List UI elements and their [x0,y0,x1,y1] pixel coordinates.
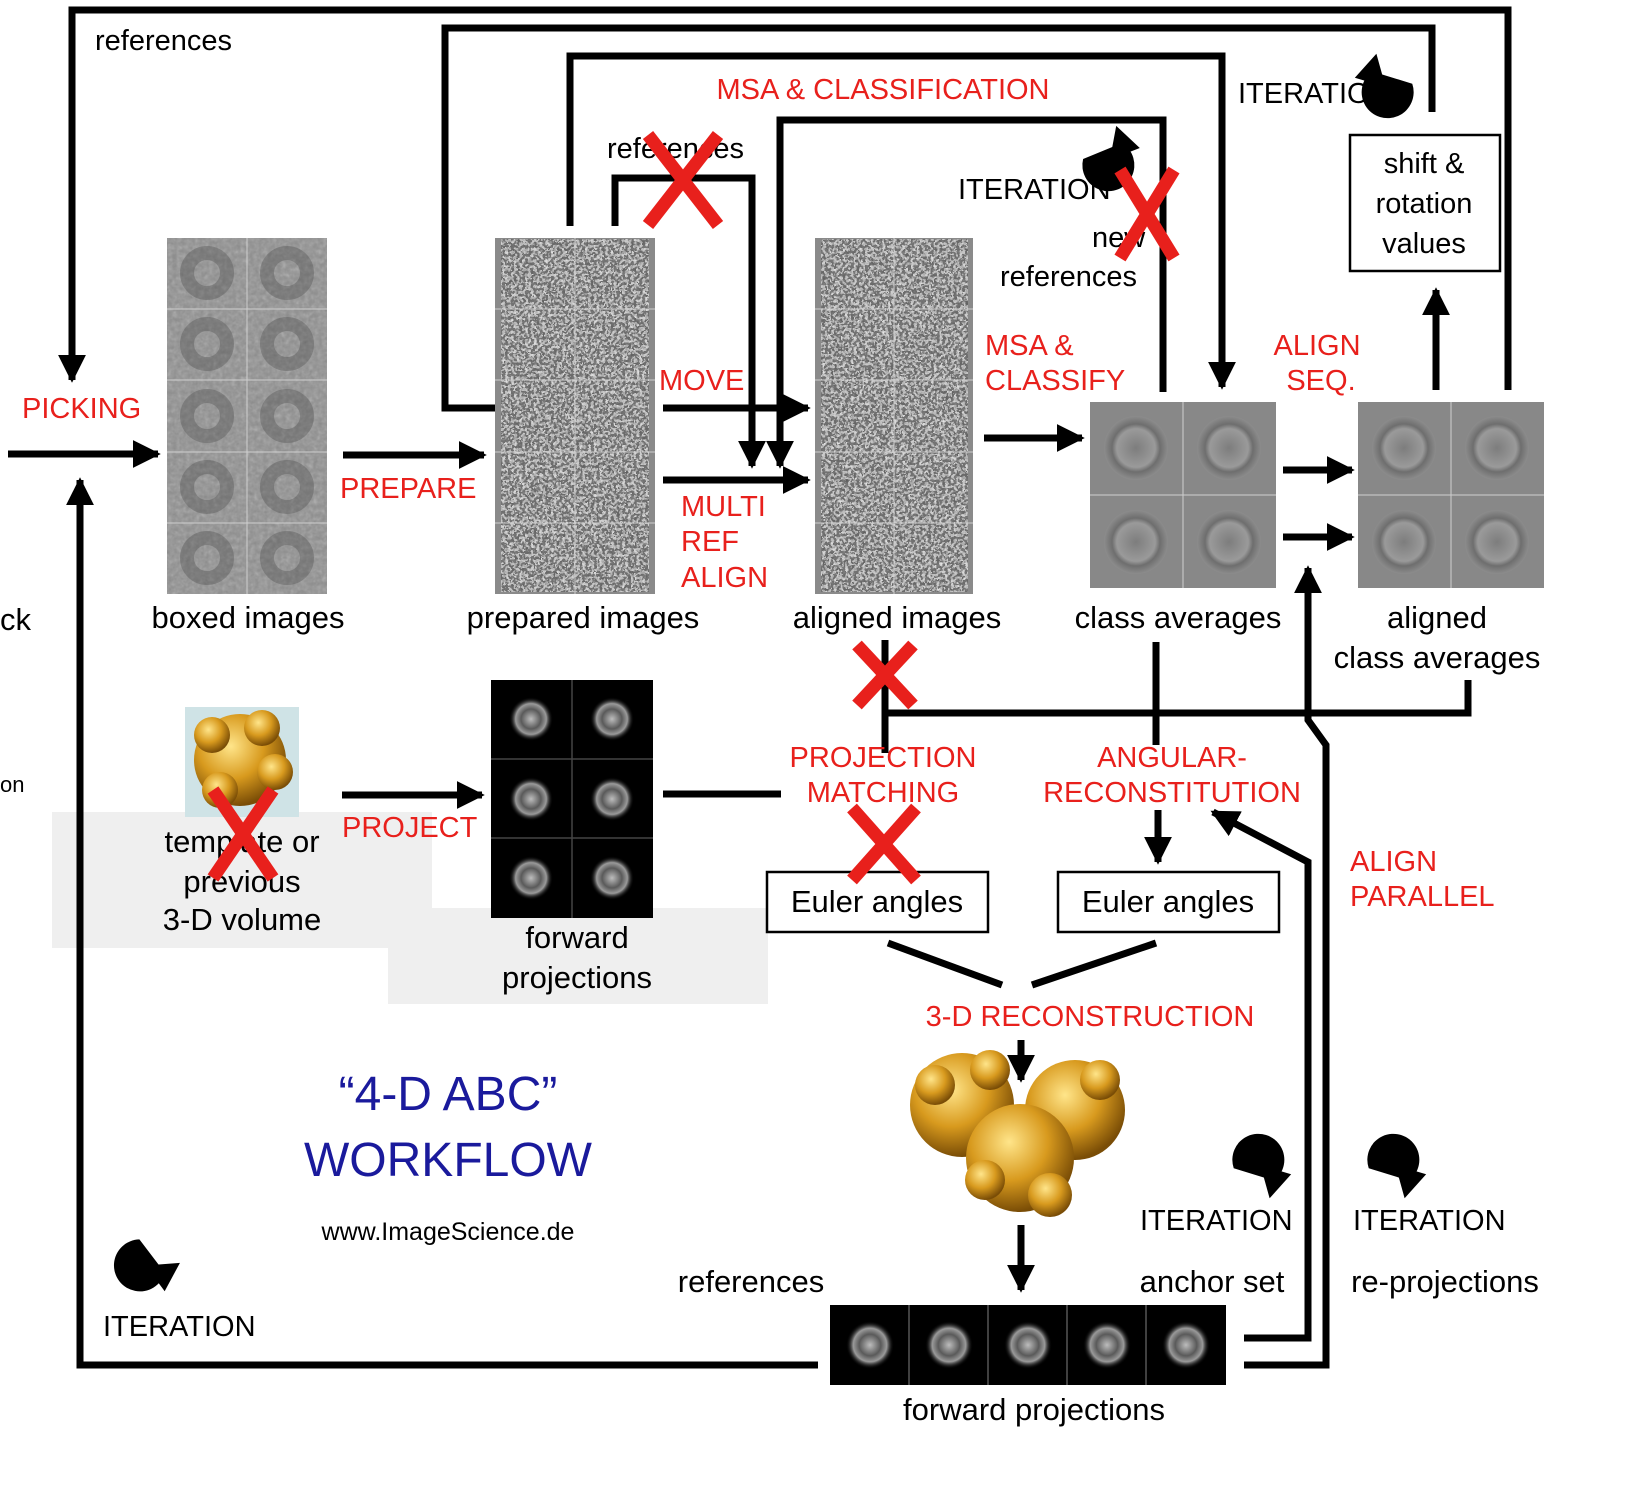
angular-reconstitution-label-1: ANGULAR- [1097,742,1247,774]
rejected-x-icon [852,640,918,710]
workflow-title-line2: WORKFLOW [304,1134,593,1187]
projection-matching-label-1: PROJECTION [790,742,977,774]
multi-ref-align-label-3: ALIGN [681,562,768,594]
project-label: PROJECT [342,812,478,844]
angular-reconstitution-label-2: RECONSTITUTION [1043,777,1301,809]
iteration-mid-label: ITERATION [958,174,1111,206]
re-projections-loop [1244,565,1330,1369]
picking-references-loop [58,6,1512,390]
euler-right-merge [1030,939,1158,989]
aligned-class-averages-panel [1358,402,1544,588]
euler-angles-right-text: Euler angles [1082,884,1254,919]
msa-classification-label: MSA & CLASSIFICATION [716,74,1049,106]
move-label: MOVE [659,365,744,397]
iteration-top-loop [441,24,1436,412]
align-parallel-label-1: ALIGN [1350,846,1437,878]
boxed-images-panel [167,238,327,594]
class-averages-caption: class averages [1075,600,1282,635]
references-top-left-label: references [95,25,232,57]
reconstruction-3d-label: 3-D RECONSTRUCTION [926,1001,1255,1033]
multi-ref-align-label-2: REF [681,526,739,558]
reconstruction-volume-image [910,1050,1125,1217]
bottom-feedback-loop [66,477,818,1369]
euler-angles-right-box [1056,870,1281,934]
forward-projections-top-caption-2: projections [502,960,652,995]
forward-projections-bottom-panel [830,1305,1226,1385]
euler-left-merge [886,939,1004,989]
aligned-class-averages-return [885,680,1472,717]
website-label: www.ImageScience.de [321,1218,575,1246]
boxed-images-caption: boxed images [151,600,344,635]
euler-angles-left-box [765,870,990,934]
picking-label: PICKING [22,393,141,425]
anchor-set-caption: anchor set [1140,1264,1285,1299]
msa-classification-loop [566,52,1236,390]
shift-rotation-box [1348,133,1502,273]
euler-angles-left-text: Euler angles [791,884,963,919]
anchor-set-loop [1210,808,1312,1342]
iteration-cycle-icon [1222,1126,1301,1203]
new-references-label-2: references [1000,261,1137,293]
multi-ref-align-label-1: MULTI [681,491,766,523]
rejected-x-icon [642,131,724,229]
template-caption-3: 3-D volume [163,902,322,937]
forward-projections-top-panel [491,680,653,918]
prepared-images-caption: prepared images [467,600,700,635]
iteration-cycle-icon [103,1224,188,1310]
template-caption-2: previous [183,864,300,899]
forward-projections-shade-panel [388,908,768,1004]
template-volume-image [185,707,299,817]
cut-left-label-2: on [0,772,24,797]
rejected-x-icon [1114,166,1180,262]
rejected-x-icon [207,786,279,882]
shift-rotation-label-3: values [1382,228,1466,260]
aligned-class-averages-caption-1: aligned [1387,600,1487,635]
aligned-class-averages-caption-2: class averages [1334,640,1541,675]
references-bottom-caption: references [678,1264,824,1299]
msa-classify-label-2: CLASSIFY [985,365,1125,397]
msa-classify-label-1: MSA & [985,330,1074,362]
prepared-images-panel [495,238,655,594]
prepare-label: PREPARE [340,473,476,505]
workflow-title-line1: “4-D ABC” [339,1068,558,1121]
rejected-x-icon [847,803,921,885]
forward-projections-bottom-caption: forward projections [903,1392,1165,1427]
iteration-cycle-icon [1357,1126,1436,1203]
re-projections-caption: re-projections [1351,1264,1539,1299]
aligned-images-panel [815,238,973,594]
shift-rotation-label-1: shift & [1384,148,1465,180]
iteration-bottom-left-label: ITERATION [103,1311,256,1343]
align-seq-label-2: SEQ. [1286,365,1355,397]
projection-matching-label-2: MATCHING [807,777,960,809]
shift-rotation-label-2: rotation [1376,188,1473,220]
aligned-images-caption: aligned images [793,600,1002,635]
iteration-bottom-mid-label: ITERATION [1140,1205,1293,1237]
align-parallel-label-2: PARALLEL [1350,881,1495,913]
forward-projections-top-caption-1: forward [525,920,628,955]
align-seq-label-1: ALIGN [1273,330,1360,362]
class-averages-panel [1090,402,1276,588]
new-references-loop [766,116,1167,469]
cut-left-label-1: ck [0,602,32,637]
iteration-bottom-right-label: ITERATION [1353,1205,1506,1237]
